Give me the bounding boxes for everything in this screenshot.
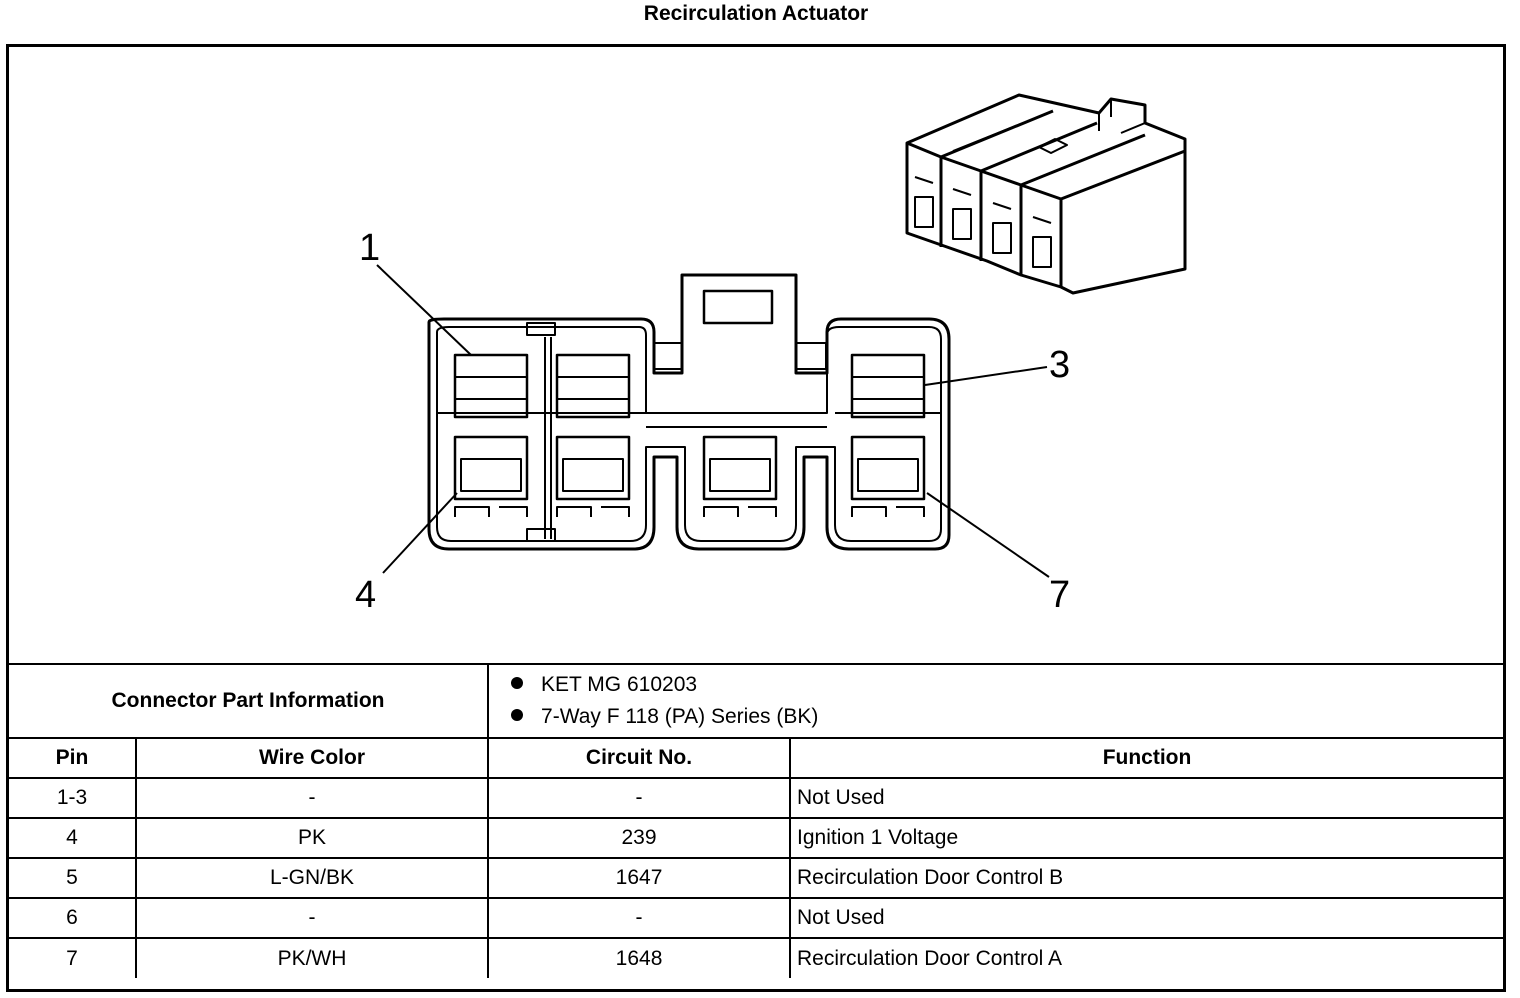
- cell-circuit: 1647: [487, 857, 792, 899]
- cavity-3: [850, 353, 926, 419]
- bullet-icon: [511, 677, 524, 690]
- bullet-icon: [511, 709, 524, 722]
- table-row: 4 PK 239 Ignition 1 Voltage: [9, 817, 1504, 859]
- cell-circuit: -: [487, 777, 792, 819]
- cavity-2: [555, 353, 631, 419]
- cell-wire-color: PK: [134, 817, 490, 859]
- cell-pin: 7: [9, 937, 137, 978]
- table-header-row: Pin Wire Color Circuit No. Function: [9, 737, 1504, 779]
- cavity-5: [555, 435, 631, 501]
- connector-info-list: KET MG 610203 7-Way F 118 (PA) Series (B…: [487, 663, 1504, 739]
- pin-callout-7: 7: [1049, 574, 1070, 616]
- cell-pin: 4: [9, 817, 137, 859]
- header-wire-color: Wire Color: [134, 737, 490, 779]
- cell-pin: 5: [9, 857, 137, 899]
- header-function: Function: [789, 737, 1504, 779]
- cell-function: Recirculation Door Control A: [789, 937, 1504, 978]
- pinout-table: Connector Part Information KET MG 610203…: [9, 663, 1504, 978]
- pin-callout-3: 3: [1049, 344, 1070, 386]
- page-title: Recirculation Actuator: [643, 2, 869, 25]
- cell-circuit: 239: [487, 817, 792, 859]
- header-pin: Pin: [9, 737, 137, 779]
- pin-callout-4: 4: [355, 574, 376, 616]
- cavity-7: [850, 435, 926, 501]
- connector-isometric-view: [905, 93, 1187, 295]
- cell-pin: 6: [9, 897, 137, 939]
- cell-wire-color: L-GN/BK: [134, 857, 490, 899]
- cavity-6: [702, 435, 778, 501]
- cavity-4: [453, 435, 529, 501]
- connector-info-label: Connector Part Information: [9, 663, 490, 739]
- connector-face-outline: [427, 273, 951, 551]
- cell-function: Ignition 1 Voltage: [789, 817, 1504, 859]
- cell-wire-color: -: [134, 777, 490, 819]
- table-row: 6 - - Not Used: [9, 897, 1504, 939]
- cell-circuit: 1648: [487, 937, 792, 978]
- connector-info-item: KET MG 610203: [511, 669, 1497, 701]
- cell-function: Recirculation Door Control B: [789, 857, 1504, 899]
- table-row: 7 PK/WH 1648 Recirculation Door Control …: [9, 937, 1504, 978]
- cavity-1: [453, 353, 529, 419]
- cell-function: Not Used: [789, 777, 1504, 819]
- cell-pin: 1-3: [9, 777, 137, 819]
- connector-info-row: Connector Part Information KET MG 610203…: [9, 663, 1504, 739]
- connector-frame: 1 3 4 7 Connector Part Information KET M…: [6, 44, 1506, 992]
- header-circuit: Circuit No.: [487, 737, 792, 779]
- cell-wire-color: PK/WH: [134, 937, 490, 978]
- cell-circuit: -: [487, 897, 792, 939]
- table-row: 1-3 - - Not Used: [9, 777, 1504, 819]
- pin-callout-1: 1: [359, 227, 380, 269]
- table-row: 5 L-GN/BK 1647 Recirculation Door Contro…: [9, 857, 1504, 899]
- connector-info-item: 7-Way F 118 (PA) Series (BK): [511, 701, 1497, 733]
- cell-wire-color: -: [134, 897, 490, 939]
- connector-diagram: 1 3 4 7: [355, 93, 1187, 616]
- cell-function: Not Used: [789, 897, 1504, 939]
